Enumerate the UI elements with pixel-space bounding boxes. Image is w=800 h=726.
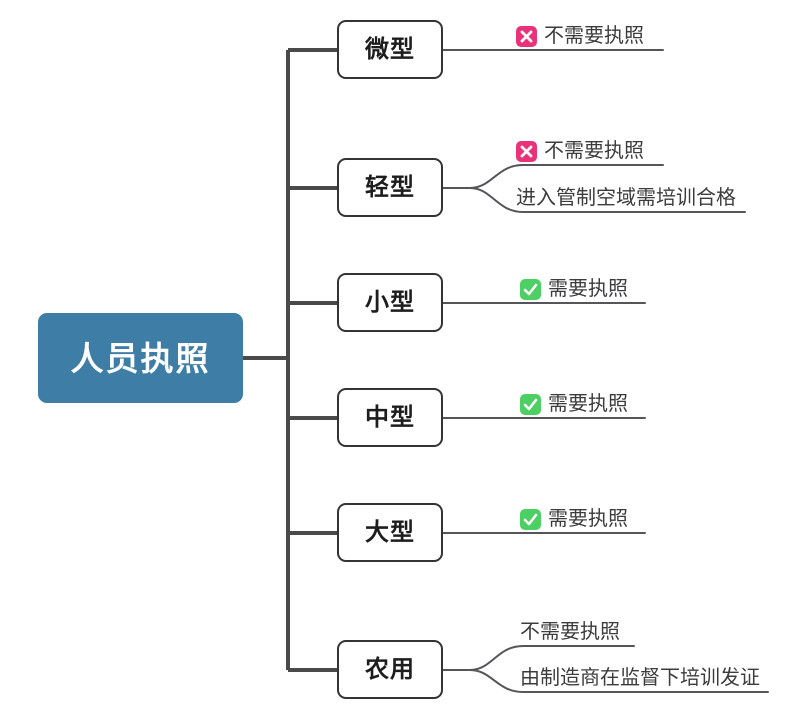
cross-icon: [516, 140, 537, 162]
leaf-label: 进入管制空域需培训合格: [516, 187, 736, 209]
leaf-nongyong-1[interactable]: 不需要执照: [520, 618, 620, 646]
branch-node-weixing[interactable]: 微型: [337, 20, 443, 79]
leaf-label: 需要执照: [548, 508, 628, 530]
leaf-label: 需要执照: [548, 393, 628, 415]
leaf-label: 不需要执照: [544, 25, 644, 47]
check-icon: [520, 393, 541, 415]
leaf-weixing-1[interactable]: 不需要执照: [516, 22, 644, 50]
branch-node-label: 轻型: [365, 173, 415, 201]
leaf-qingxing-2[interactable]: 进入管制空域需培训合格: [516, 184, 736, 212]
leaf-label: 不需要执照: [544, 140, 644, 162]
branch-node-label: 微型: [365, 35, 415, 63]
branch-node-qingxing[interactable]: 轻型: [337, 158, 443, 217]
check-icon: [520, 278, 541, 300]
branch-node-zhongxing[interactable]: 中型: [337, 388, 443, 447]
branch-node-xiaoxing[interactable]: 小型: [337, 273, 443, 332]
branch-node-daxing[interactable]: 大型: [337, 503, 443, 562]
branch-node-label: 中型: [365, 403, 415, 431]
leaf-label: 需要执照: [548, 278, 628, 300]
leaf-zhongxing-1[interactable]: 需要执照: [520, 390, 628, 418]
branch-node-label: 农用: [365, 655, 415, 683]
leaf-qingxing-1[interactable]: 不需要执照: [516, 137, 644, 165]
cross-icon: [516, 25, 537, 47]
leaf-nongyong-2[interactable]: 由制造商在监督下培训发证: [520, 664, 760, 692]
root-node-personnel-license[interactable]: 人员执照: [38, 313, 243, 403]
leaf-label: 不需要执照: [520, 621, 620, 643]
branch-node-label: 小型: [365, 288, 415, 316]
leaf-xiaoxing-1[interactable]: 需要执照: [520, 275, 628, 303]
check-icon: [520, 508, 541, 530]
root-node-label: 人员执照: [70, 339, 211, 377]
leaf-daxing-1[interactable]: 需要执照: [520, 505, 628, 533]
branch-node-nongyong[interactable]: 农用: [337, 640, 443, 699]
branch-node-label: 大型: [365, 518, 415, 546]
leaf-label: 由制造商在监督下培训发证: [520, 667, 760, 689]
